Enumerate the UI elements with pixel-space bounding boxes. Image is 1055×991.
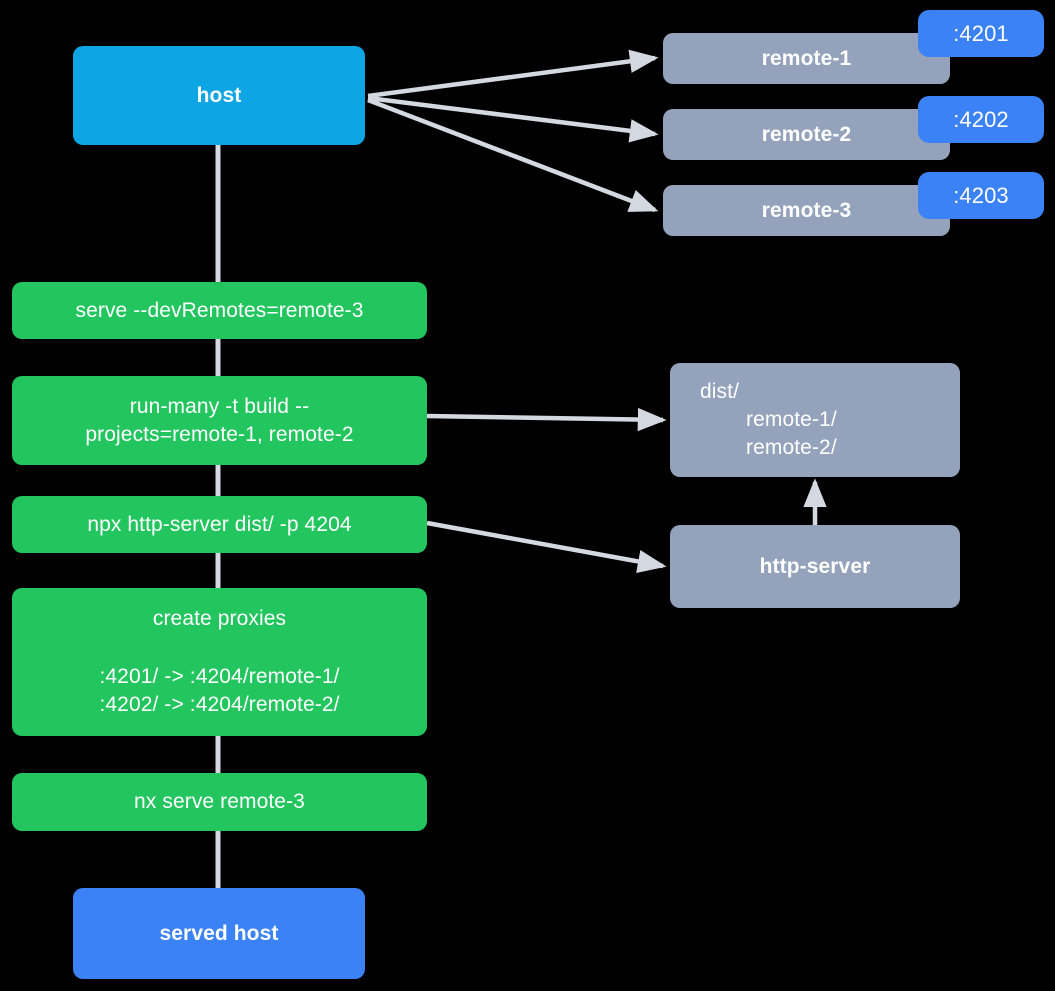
dist-folder-root: dist/: [700, 380, 740, 404]
command-serve-line-1: serve --devRemotes=remote-3: [75, 298, 364, 322]
port-badge-remote-2-label: :4202: [953, 106, 1009, 132]
node-remote-1-label: remote-1: [761, 46, 852, 70]
node-remote-2[interactable]: remote-2: [663, 109, 950, 160]
node-host[interactable]: host: [73, 46, 365, 145]
node-command-http-server[interactable]: npx http-server dist/ -p 4204: [12, 496, 427, 553]
port-badge-remote-2[interactable]: :4202: [918, 96, 1044, 143]
port-badge-remote-3-label: :4203: [953, 182, 1009, 208]
dist-folder-child-remote-2: remote-2/: [746, 435, 837, 459]
command-create-proxies-mapping-2: :4202/ -> :4204/remote-2/: [99, 692, 340, 716]
edge-host-to-remote-2: [367, 95, 659, 143]
node-http-server-label: http-server: [759, 554, 871, 578]
node-remote-2-label: remote-2: [761, 122, 852, 146]
node-served-host[interactable]: served host: [73, 888, 365, 979]
node-command-serve[interactable]: serve --devRemotes=remote-3: [12, 282, 427, 339]
command-run-many-line-2: projects=remote-1, remote-2: [85, 422, 354, 446]
node-remote-3-label: remote-3: [761, 198, 852, 222]
node-http-server[interactable]: http-server: [670, 525, 960, 608]
edge-npx-to-httpserver: [426, 520, 667, 573]
node-command-run-many[interactable]: run-many -t build -- projects=remote-1, …: [12, 376, 427, 465]
node-host-label: host: [196, 83, 242, 107]
node-remote-3[interactable]: remote-3: [663, 185, 950, 236]
node-remote-1[interactable]: remote-1: [663, 33, 950, 84]
dist-folder-child-remote-1: remote-1/: [746, 408, 837, 432]
edge-host-to-remote-3: [367, 97, 659, 213]
node-command-create-proxies[interactable]: create proxies :4201/ -> :4204/remote-1/…: [12, 588, 427, 736]
command-create-proxies-title: create proxies: [152, 607, 287, 631]
command-create-proxies-mapping-1: :4201/ -> :4204/remote-1/: [99, 665, 340, 689]
port-badge-remote-1-label: :4201: [953, 20, 1009, 46]
port-badge-remote-1[interactable]: :4201: [918, 10, 1044, 57]
command-nx-serve-remote-3-line-1: nx serve remote-3: [134, 790, 305, 814]
port-badge-remote-3[interactable]: :4203: [918, 172, 1044, 219]
node-command-nx-serve-remote-3[interactable]: nx serve remote-3: [12, 773, 427, 831]
node-served-host-label: served host: [159, 921, 279, 945]
node-dist-folder[interactable]: dist/ remote-1/ remote-2/: [670, 363, 960, 477]
edge-runmany-to-dist: [426, 407, 667, 432]
command-run-many-line-1: run-many -t build --: [129, 394, 310, 418]
edge-host-to-remote-1: [367, 49, 659, 99]
command-http-server-line-1: npx http-server dist/ -p 4204: [87, 512, 352, 536]
